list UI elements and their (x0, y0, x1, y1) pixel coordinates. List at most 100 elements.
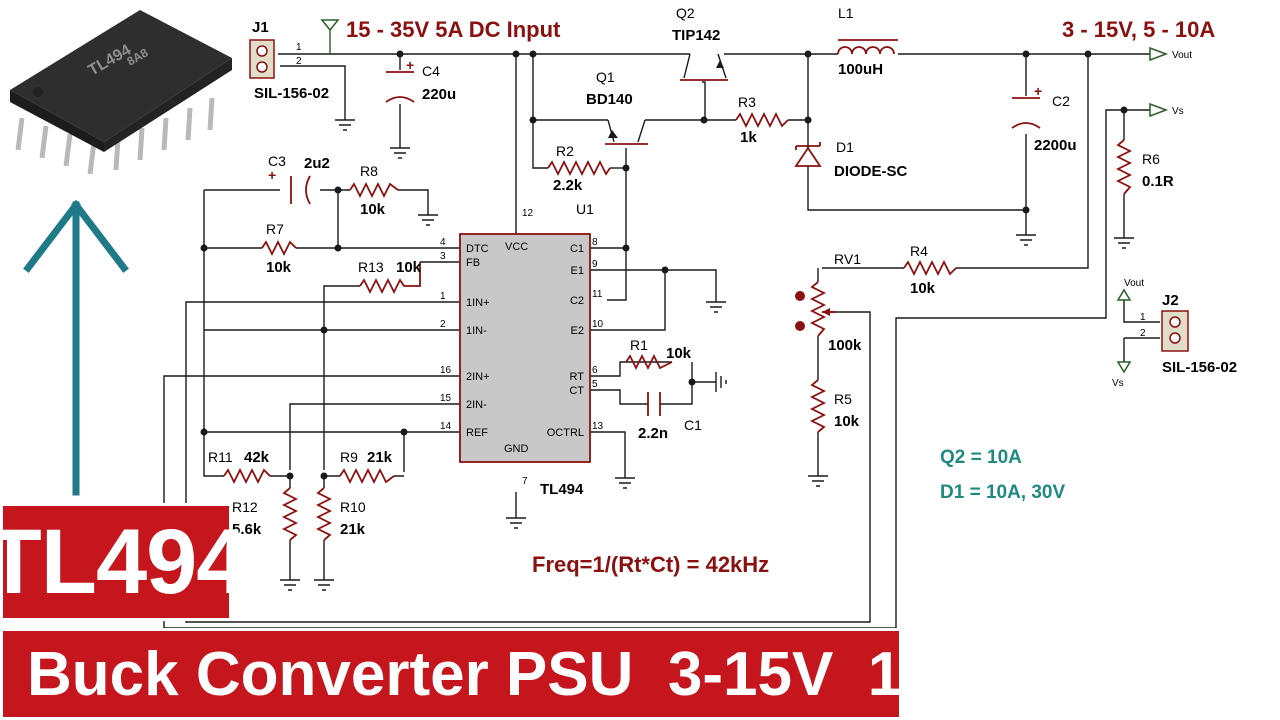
resistor-r6: R6 0.1R (1115, 139, 1174, 195)
c2-ref: C2 (1052, 93, 1070, 109)
l1-ref: L1 (838, 5, 854, 21)
r9-ref: R9 (340, 449, 358, 465)
c1-ref: C1 (684, 417, 702, 433)
ic-pin-name: 1IN- (466, 325, 487, 337)
wire-network (163, 30, 1160, 629)
c3-value: 2u2 (304, 155, 330, 172)
capacitor-c2: + C2 2200u (1011, 83, 1077, 154)
r8-ref: R8 (360, 163, 378, 179)
note-d1: D1 = 10A, 30V (940, 482, 1065, 503)
ic-pin-name: C1 (570, 243, 584, 255)
ic-u1: VCC 12 GND 7 DTC4FB31IN+11IN-22IN+162IN-… (440, 201, 604, 498)
up-arrow-icon (23, 200, 129, 496)
ic-bottom-pin-name: GND (504, 443, 529, 455)
ic-pin-number: 14 (440, 421, 452, 432)
note-frequency: Freq=1/(Rt*Ct) = 42kHz (532, 552, 769, 577)
transistor-q1: Q1 BD140 (586, 69, 648, 145)
ic-pin-number: 6 (592, 365, 598, 376)
ic-pin-name: FB (466, 257, 480, 269)
ic-pin-number: 15 (440, 393, 452, 404)
q2-ref: Q2 (676, 5, 695, 21)
junction-dots (200, 50, 1128, 480)
ic-pin-number: 5 (592, 379, 598, 390)
output-voltage-label: 3 - 15V, 5 - 10A (1062, 17, 1215, 42)
j2-value: SIL-156-02 (1162, 359, 1237, 376)
c3-ref: C3 (268, 153, 286, 169)
q1-value: BD140 (586, 91, 633, 108)
chip-photo: TL494 8A8 (10, 10, 232, 175)
ic-pin-number: 8 (592, 237, 598, 248)
j1-pin-1: 1 (296, 42, 302, 53)
ic-pin-number: 3 (440, 251, 446, 262)
d1-ref: D1 (836, 139, 854, 155)
r2-value: 2.2k (553, 177, 583, 194)
ic-pin-name: C2 (570, 295, 584, 307)
ground-symbols (280, 119, 1134, 591)
resistor-r12: R12 5.6k (232, 487, 299, 541)
vout-label: Vout (1172, 50, 1192, 61)
input-voltage-label: 15 - 35V 5A DC Input (346, 17, 561, 42)
resistor-r11: R11 42k (208, 449, 271, 485)
ic-pin-number: 10 (592, 319, 604, 330)
r10-value: 21k (340, 521, 366, 538)
r5-ref: R5 (834, 391, 852, 407)
r4-value: 10k (910, 280, 936, 297)
resistor-r9: R9 21k (339, 449, 395, 485)
u1-value: TL494 (540, 481, 584, 498)
j2-pin-1: 1 (1140, 312, 1146, 323)
u1-ref: U1 (576, 201, 594, 217)
capacitor-c3: + C3 2u2 (268, 153, 330, 205)
resistor-r1: R1 10k (625, 337, 692, 371)
ic-pin-name: CT (569, 385, 584, 397)
svg-text:+: + (1034, 83, 1042, 99)
ic-pin-number: 9 (592, 259, 598, 270)
c4-value: 220u (422, 86, 456, 103)
svg-text:+: + (268, 167, 276, 183)
ic-pin-name: E2 (571, 325, 584, 337)
r2-ref: R2 (556, 143, 574, 159)
ic-pin-name: REF (466, 427, 488, 439)
r6-value: 0.1R (1142, 173, 1174, 190)
r9-value: 21k (367, 449, 393, 466)
j2-ref: J2 (1162, 292, 1179, 309)
r7-value: 10k (266, 259, 292, 276)
r13-value: 10k (396, 259, 422, 276)
c1-value: 2.2n (638, 425, 668, 442)
resistor-r5: R5 10k (809, 379, 860, 433)
r11-value: 42k (244, 449, 270, 466)
ic-top-pin-num: 12 (522, 208, 534, 219)
ic-pin-name: E1 (571, 265, 584, 277)
svg-text:+: + (406, 57, 414, 73)
inductor-l1: L1 100uH (837, 5, 898, 78)
r7-ref: R7 (266, 221, 284, 237)
r10-ref: R10 (340, 499, 366, 515)
ic-bottom-pin-num: 7 (522, 476, 528, 487)
r11-ref: R11 (208, 449, 233, 465)
resistor-r13: R13 10k (358, 259, 422, 295)
q1-ref: Q1 (596, 69, 615, 85)
j1-pin-2: 2 (296, 56, 302, 67)
r6-ref: R6 (1142, 151, 1160, 167)
connector-j1: 1 2 J1 SIL-156-02 (249, 19, 329, 102)
j1-value: SIL-156-02 (254, 85, 329, 102)
r13-ref: R13 (358, 259, 384, 275)
resistor-r4: R4 10k (903, 243, 957, 297)
diode-d1: D1 DIODE-SC (794, 139, 908, 188)
q2-value: TIP142 (672, 27, 720, 44)
ic-pin-number: 16 (440, 365, 452, 376)
j2-pin-2: 2 (1140, 328, 1146, 339)
connector-j2: 1 2 J2 SIL-156-02 (1140, 292, 1237, 376)
resistor-r3: R3 1k (735, 94, 789, 146)
ic-pin-name: RT (570, 371, 585, 383)
d1-value: DIODE-SC (834, 163, 908, 180)
resistor-r8: R8 10k (349, 163, 399, 218)
ic-pin-name: 2IN+ (466, 371, 490, 383)
ic-top-pin-name: VCC (505, 241, 528, 253)
ic-pin-number: 4 (440, 237, 446, 248)
ic-pin-name: 2IN- (466, 399, 487, 411)
r8-value: 10k (360, 201, 386, 218)
banner-subtitle: Buck Converter PSU 3-15V 10A (0, 628, 982, 720)
banner-title: TL494 (0, 503, 247, 621)
